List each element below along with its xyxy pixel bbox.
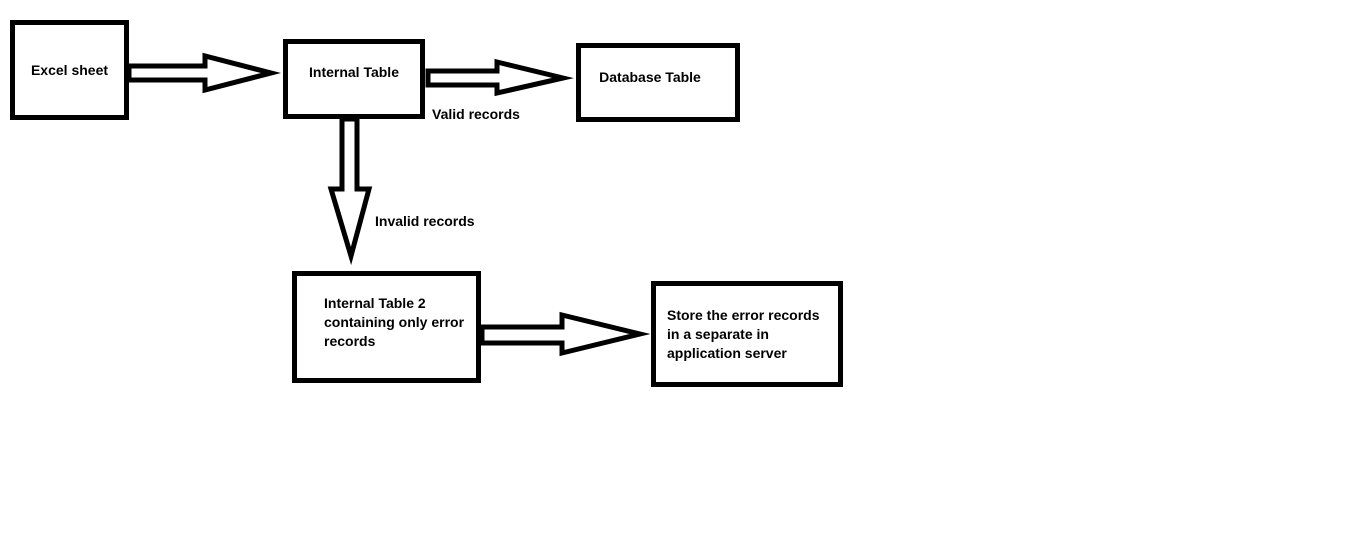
arrow-excel-to-internal-table bbox=[126, 52, 282, 94]
internal-table-2-label-line1: Internal Table 2 bbox=[324, 294, 426, 311]
arrow-internal-table-to-internal-table-2 bbox=[327, 116, 373, 266]
internal-table-label: Internal Table bbox=[309, 63, 399, 80]
store-error-records-label-line3: application server bbox=[667, 344, 787, 361]
valid-records-label: Valid records bbox=[432, 106, 520, 122]
database-table-box: Database Table bbox=[576, 43, 740, 122]
internal-table-box: Internal Table bbox=[283, 39, 425, 119]
excel-sheet-label: Excel sheet bbox=[30, 61, 109, 78]
internal-table-2-label-line3: records bbox=[324, 332, 376, 349]
arrow-internal-table-2-to-store bbox=[479, 311, 651, 357]
store-error-records-label-line1: Store the error records bbox=[667, 306, 820, 323]
store-error-records-label-line2: in a separate in bbox=[667, 325, 769, 342]
database-table-label: Database Table bbox=[599, 69, 701, 85]
store-error-records-box: Store the error records in a separate in… bbox=[651, 281, 843, 387]
internal-table-2-box: Internal Table 2 containing only error r… bbox=[292, 271, 481, 383]
internal-table-2-label-line2: containing only error bbox=[324, 313, 465, 330]
excel-sheet-box: Excel sheet bbox=[10, 20, 129, 120]
arrow-internal-table-to-database-table bbox=[425, 58, 574, 97]
invalid-records-label: Invalid records bbox=[375, 213, 475, 229]
